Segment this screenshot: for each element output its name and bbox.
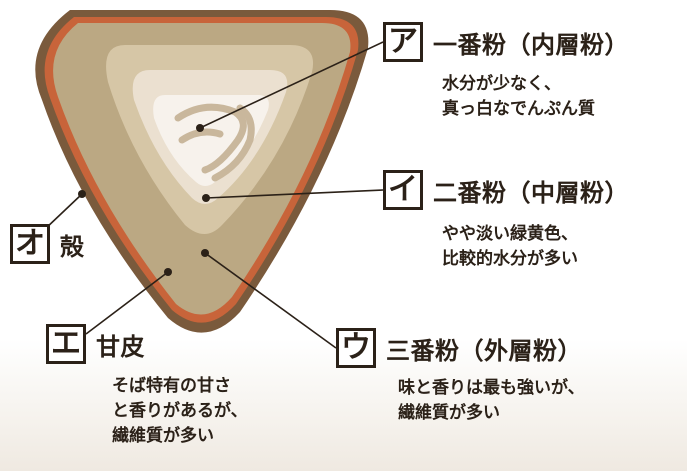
label-e-title: 甘皮 bbox=[96, 332, 145, 361]
anchor-dot-o bbox=[78, 190, 86, 198]
label-e: エ 甘皮 bbox=[46, 324, 145, 364]
label-e-description: そば特有の甘さ と香りがあるが、 繊維質が多い bbox=[112, 374, 248, 449]
label-i: イ 二番粉（中層粉） bbox=[383, 170, 629, 210]
label-a-description: 水分が少なく、 真っ白なでんぷん質 bbox=[442, 72, 595, 122]
label-u: ウ 三番粉（外層粉） bbox=[336, 328, 582, 368]
anchor-dot-i bbox=[202, 194, 210, 202]
anchor-dot-u bbox=[201, 249, 209, 257]
leader-line-o bbox=[43, 193, 83, 231]
label-e-letter-box: エ bbox=[46, 324, 86, 364]
leader-line-i bbox=[205, 189, 384, 199]
leader-line-e bbox=[85, 271, 169, 335]
embryo-swirl bbox=[174, 103, 255, 182]
label-e-desc-line3: 繊維質が多い bbox=[112, 426, 214, 446]
leader-line-a bbox=[199, 41, 384, 129]
label-e-desc-line2: と香りがあるが、 bbox=[112, 401, 248, 421]
label-i-desc-line1: やや淡い緑黄色、 bbox=[442, 224, 578, 244]
leader-line-u bbox=[204, 252, 337, 349]
label-i-desc-line2: 比較的水分が多い bbox=[442, 249, 578, 269]
label-a: ア 一番粉（内層粉） bbox=[383, 22, 629, 62]
label-o-title: 殻 bbox=[60, 232, 85, 261]
label-a-desc-line1: 水分が少なく、 bbox=[442, 74, 561, 94]
label-u-desc-line1: 味と香りは最も強いが、 bbox=[398, 378, 585, 398]
label-a-title: 一番粉（内層粉） bbox=[433, 30, 629, 59]
label-a-desc-line2: 真っ白なでんぷん質 bbox=[442, 99, 595, 119]
label-e-desc-line1: そば特有の甘さ bbox=[112, 376, 231, 396]
label-u-desc-line2: 繊維質が多い bbox=[398, 403, 500, 423]
label-u-letter-box: ウ bbox=[336, 328, 376, 368]
label-i-title: 二番粉（中層粉） bbox=[433, 178, 629, 207]
label-a-letter-box: ア bbox=[383, 22, 423, 62]
label-o-letter-box: オ bbox=[10, 224, 50, 264]
label-u-description: 味と香りは最も強いが、 繊維質が多い bbox=[398, 376, 585, 426]
label-i-description: やや淡い緑黄色、 比較的水分が多い bbox=[442, 222, 578, 272]
label-o: オ 殻 bbox=[10, 224, 85, 264]
label-u-title: 三番粉（外層粉） bbox=[386, 336, 582, 365]
anchor-dot-e bbox=[164, 268, 172, 276]
label-i-letter-box: イ bbox=[383, 170, 423, 210]
anchor-dot-a bbox=[196, 124, 204, 132]
